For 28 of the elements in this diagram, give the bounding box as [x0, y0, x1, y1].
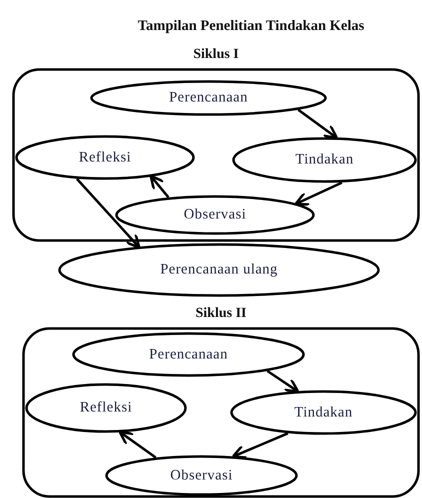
arrow: [297, 108, 338, 140]
arrow: [266, 370, 300, 393]
arrow: [118, 430, 156, 459]
arrow: [76, 178, 141, 249]
node-label: Perencanaan ulang: [159, 262, 279, 278]
arrow: [232, 432, 288, 459]
node-label: Observasi: [182, 206, 248, 224]
cycle-heading: Siklus I: [192, 47, 240, 63]
ellipse-node: [58, 243, 380, 297]
arrow: [149, 174, 170, 198]
ellipse-node: [232, 137, 417, 183]
node-label: Perencanaan: [148, 346, 229, 363]
diagram-title: Tampilan Penelitian Tindakan Kelas: [136, 18, 366, 35]
ellipse-node: [105, 455, 298, 496]
node-label: Refleksi: [78, 400, 134, 416]
ellipse-node: [15, 135, 195, 180]
arrow: [294, 181, 342, 206]
node-label: Perencanaan: [168, 90, 249, 106]
ellipse-node: [90, 80, 327, 116]
ellipse-node: [72, 332, 305, 377]
node-label: Observasi: [169, 467, 234, 484]
node-label: Tindakan: [293, 404, 354, 421]
node-label: Tindakan: [294, 152, 355, 168]
ellipse-node: [230, 390, 417, 435]
ellipse-node: [25, 383, 187, 433]
ellipse-node: [115, 195, 315, 235]
node-label: Refleksi: [78, 149, 132, 166]
cycle-heading: Siklus II: [194, 306, 248, 322]
